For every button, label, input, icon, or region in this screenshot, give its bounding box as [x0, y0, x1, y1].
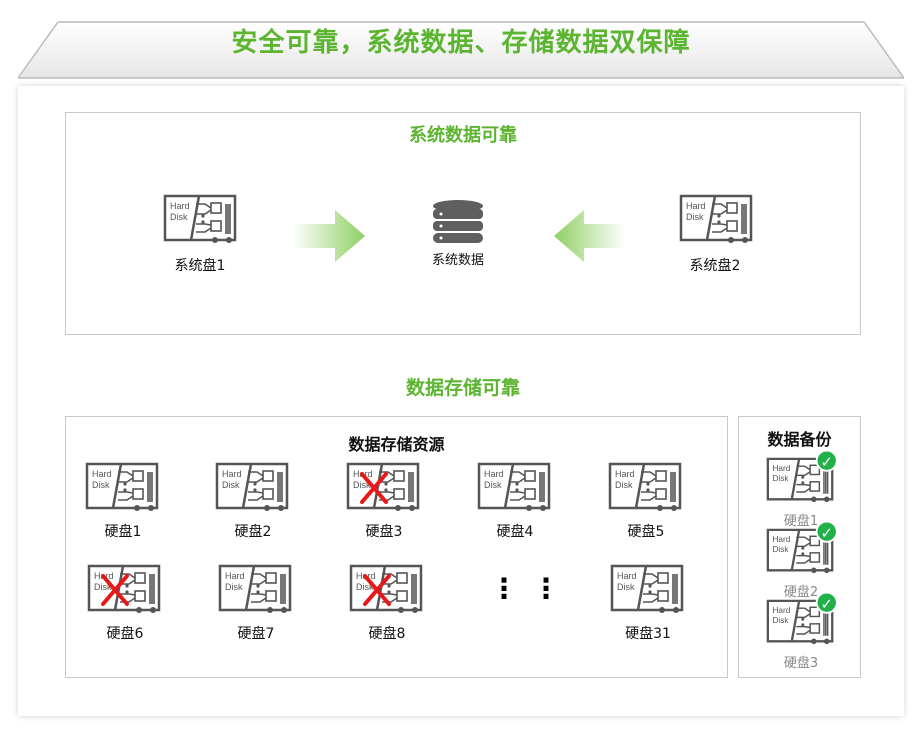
storage-disk-label: 硬盘6 — [106, 626, 144, 642]
svg-text:Disk: Disk — [617, 582, 635, 592]
svg-text:Hard: Hard — [92, 469, 112, 479]
backup-disk-label: 硬盘2 — [783, 585, 819, 600]
more-disks-ellipsis: ⋮⋮ — [490, 572, 574, 605]
svg-text:Hard: Hard — [615, 469, 635, 479]
backup-title: 数据备份 — [767, 430, 832, 449]
system-data-label: 系统数据 — [431, 253, 484, 268]
arrow-right-icon — [293, 210, 365, 262]
svg-text:Disk: Disk — [356, 582, 374, 592]
check-icon: ✓ — [815, 591, 838, 614]
check-icon: ✓ — [815, 449, 838, 472]
check-icon: ✓ — [815, 520, 838, 543]
system-disk-2-label: 系统盘2 — [689, 258, 741, 274]
backup-disk-icon: Hard Disk ✓ — [766, 520, 838, 576]
page-title: 安全可靠，系统数据、存储数据双保障 — [231, 28, 691, 58]
storage-disk-icon: Hard Disk — [608, 462, 684, 514]
storage-disk-icon: Hard Disk — [215, 462, 291, 514]
failed-cross-icon — [101, 574, 129, 606]
arrow-left-icon — [554, 210, 626, 262]
database-icon — [433, 200, 483, 243]
storage-disk-label: 硬盘5 — [627, 524, 665, 540]
failed-cross-icon — [360, 472, 388, 504]
system-disk-2-icon: Hard Disk — [679, 194, 755, 246]
svg-text:Hard: Hard — [772, 535, 790, 544]
svg-text:Hard: Hard — [617, 571, 637, 581]
svg-text:Disk: Disk — [772, 616, 789, 625]
svg-text:Hard: Hard — [222, 469, 242, 479]
storage-pool — [65, 416, 728, 678]
backup-disk-label: 硬盘3 — [783, 656, 819, 671]
svg-text:Hard: Hard — [686, 201, 706, 211]
storage-disk-icon: Hard Disk — [346, 462, 422, 514]
system-section-title: 系统数据可靠 — [409, 125, 517, 146]
storage-section-title: 数据存储可靠 — [405, 377, 520, 399]
storage-disk-label: 硬盘4 — [496, 524, 534, 540]
svg-text:Disk: Disk — [686, 212, 704, 222]
storage-disk-label: 硬盘31 — [625, 626, 671, 642]
failed-cross-icon — [363, 574, 391, 606]
storage-disk-label: 硬盘3 — [365, 524, 403, 540]
backup-disk-icon: Hard Disk ✓ — [766, 591, 838, 647]
storage-disk-label: 硬盘8 — [368, 626, 406, 642]
svg-text:Hard: Hard — [772, 464, 790, 473]
storage-disk-icon: Hard Disk — [85, 462, 161, 514]
svg-text:Disk: Disk — [353, 480, 371, 490]
storage-disk-label: 硬盘2 — [234, 524, 272, 540]
storage-disk-icon: Hard Disk — [477, 462, 553, 514]
svg-text:Disk: Disk — [225, 582, 243, 592]
svg-text:Hard: Hard — [772, 606, 790, 615]
svg-text:Disk: Disk — [772, 545, 789, 554]
storage-disk-icon: Hard Disk — [349, 564, 425, 616]
storage-disk-icon: Hard Disk — [610, 564, 686, 616]
svg-text:Disk: Disk — [615, 480, 633, 490]
storage-disk-icon: Hard Disk — [87, 564, 163, 616]
svg-text:Disk: Disk — [484, 480, 502, 490]
svg-text:Disk: Disk — [92, 480, 110, 490]
system-disk-1-icon: Hard Disk — [163, 194, 239, 246]
svg-text:Disk: Disk — [94, 582, 112, 592]
svg-text:Hard: Hard — [225, 571, 245, 581]
backup-disk-label: 硬盘1 — [783, 514, 819, 529]
header-frame — [18, 21, 904, 79]
storage-disk-icon: Hard Disk — [218, 564, 294, 616]
system-disk-1-label: 系统盘1 — [174, 258, 226, 274]
svg-text:Hard: Hard — [484, 469, 504, 479]
svg-text:Disk: Disk — [772, 474, 789, 483]
svg-text:Disk: Disk — [170, 212, 188, 222]
svg-text:Disk: Disk — [222, 480, 240, 490]
svg-text:Hard: Hard — [170, 201, 190, 211]
backup-disk-icon: Hard Disk ✓ — [766, 449, 838, 505]
storage-disk-label: 硬盘7 — [237, 626, 275, 642]
storage-disk-label: 硬盘1 — [104, 524, 142, 540]
storage-pool-title: 数据存储资源 — [348, 435, 445, 454]
